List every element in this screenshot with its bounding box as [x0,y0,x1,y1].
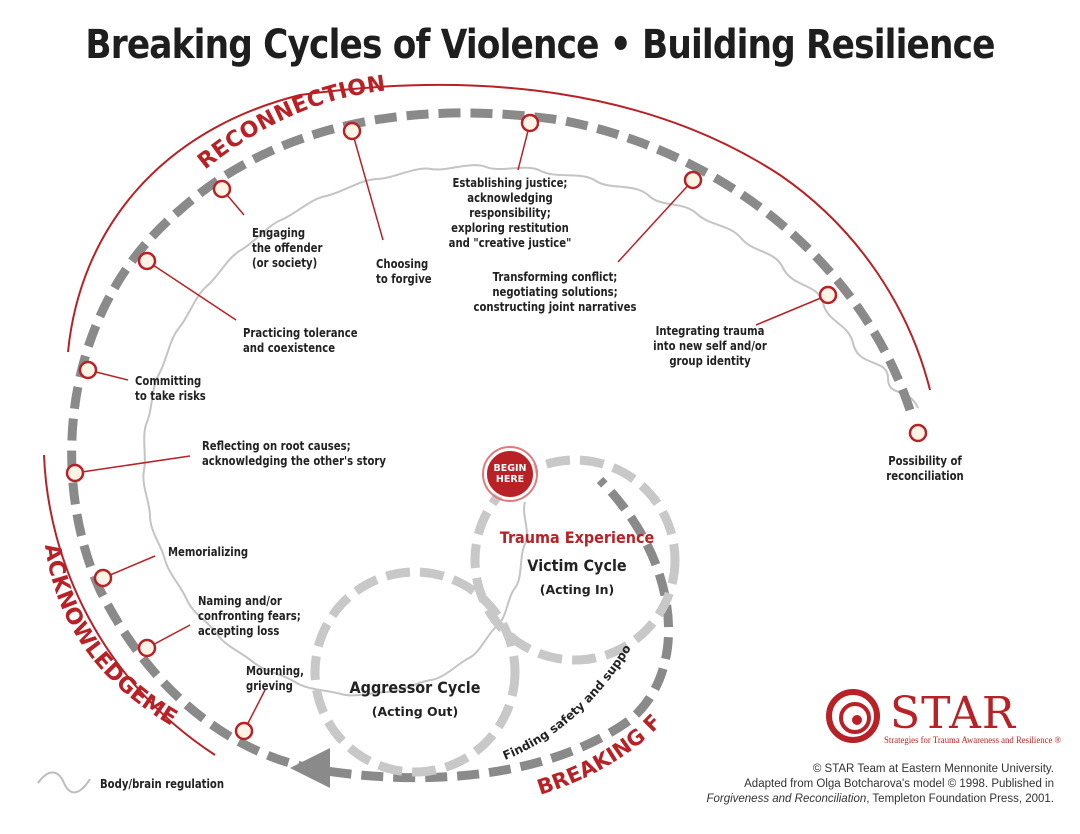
step-label-possibility: Possibility of reconciliation [886,454,964,483]
breaking-free-title: BREAKING FREE [0,0,666,800]
spiral-arrowhead [290,748,330,788]
step-markers [65,113,928,741]
step-label-transforming: Transforming conflict; negotiating solut… [473,270,637,314]
step-label-integrating: Integrating trauma into new self and/or … [653,324,767,368]
legend-squiggle-icon [37,771,91,794]
credit-book-title: Forgiveness and Reconciliation [706,793,867,805]
legend-label: Body/brain regulation [100,777,225,791]
step-label-choosing: Choosing to forgive [376,257,432,286]
trauma-experience-label: Trauma Experience [500,528,655,547]
step-label-reflecting: Reflecting on root causes; acknowledging… [202,439,386,468]
victim-cycle-circle [470,455,680,665]
leader-lines [74,122,829,732]
begin-here-line2: HERE [496,474,524,485]
step-label-engaging: Engaging the offender (or society) [252,226,323,270]
star-logo-wordmark: STAR [890,688,1016,739]
body-brain-squiggle [142,164,919,697]
aggressor-cycle-circle [310,567,520,777]
step-label-memorializing: Memorializing [168,545,249,559]
victim-cycle-sub: (Acting In) [540,582,615,597]
star-logo-tagline: Strategies for Trauma Awareness and Resi… [884,736,1062,746]
step-label-committing: Committing to take risks [135,374,206,403]
step-label-practicing: Practicing tolerance and coexistence [243,326,358,355]
page-title: Breaking Cycles of Violence • Building R… [85,22,995,68]
spiral-path [67,108,915,783]
begin-here-badge: BEGIN HERE [482,446,538,502]
acknowledgement-arc [43,454,216,756]
credit-line3: Forgiveness and Reconciliation, Templeto… [706,792,1054,807]
step-label-mourning: Mourning, grieving [246,664,304,693]
step-label-naming: Naming and/or confronting fears; accepti… [198,594,301,638]
credit-line2: Adapted from Olga Botcharova's model © 1… [744,778,1054,790]
star-logo-icon [826,689,880,743]
reconnection-arc [67,83,931,391]
aggressor-cycle-sub: (Acting Out) [372,704,458,719]
credit-block: © STAR Team at Eastern Mennonite Univers… [706,762,1054,807]
step-label-establishing: Establishing justice; acknowledging resp… [448,176,572,250]
begin-here-line1: BEGIN [493,463,526,474]
victim-cycle-title: Victim Cycle [527,556,626,575]
credit-line1: © STAR Team at Eastern Mennonite Univers… [812,763,1054,775]
aggressor-cycle-title: Aggressor Cycle [350,678,481,697]
credit-publisher: , Templeton Foundation Press, 2001. [866,793,1054,805]
